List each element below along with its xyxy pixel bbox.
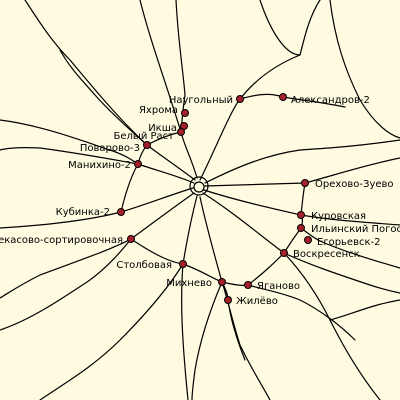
line-alexandrov: [199, 93, 346, 181]
line-west-extra: [0, 119, 139, 165]
station-voskresensk[interactable]: [280, 249, 288, 257]
label-voskresensk: Воскресенск: [293, 249, 360, 260]
label-naugolny: Наугольный: [169, 95, 233, 106]
label-bekasovo-sort: Бекасово-сортировочная: [0, 235, 123, 246]
line-egoryevsk: [300, 227, 400, 269]
line-north-river: [329, 0, 400, 139]
label-kurovskaya: Куровская: [311, 211, 366, 222]
station-bely-rast[interactable]: [177, 128, 185, 136]
moscow-inner-ring: [193, 181, 205, 193]
station-stolbovaya[interactable]: [179, 260, 187, 268]
line-southeast-extra: [283, 252, 400, 294]
label-manikhino-2: Манихино-2: [68, 160, 131, 171]
label-yaganovo: Яганово: [257, 281, 300, 292]
station-yakhroma[interactable]: [181, 109, 189, 117]
station-kubinka-2[interactable]: [117, 208, 125, 216]
line-kubinka: [0, 187, 194, 229]
station-egoryevsk-2[interactable]: [304, 236, 312, 244]
label-mikhnevo: Михнево: [166, 278, 212, 289]
line-north-east-branch: [259, 0, 301, 56]
label-zhilevo: Жилёво: [236, 296, 278, 307]
line-north-west-branch: [139, 0, 182, 133]
line-east-bottom: [329, 299, 400, 321]
line-southwest: [39, 263, 184, 400]
label-kubinka-2: Кубинка-2: [56, 207, 110, 218]
label-ilyinsky-pogost: Ильинский Погост: [311, 224, 400, 235]
station-alexandrov-2[interactable]: [279, 93, 287, 101]
label-bely-rast: Белый Раст: [114, 131, 175, 142]
station-orekhovo-zuevo[interactable]: [301, 179, 309, 187]
station-mikhnevo[interactable]: [218, 278, 226, 286]
label-povarovo-3: Поварово-3: [80, 143, 140, 154]
moscow-ring: [189, 176, 209, 196]
station-bekasovo-sort[interactable]: [127, 235, 135, 243]
line-yaganovo-east: [247, 284, 356, 341]
line-manikhino: [0, 147, 195, 184]
line-voskresensk: [202, 192, 381, 400]
line-povarovo: [24, 0, 196, 181]
label-stolbovaya: Столбовая: [116, 260, 172, 271]
stations: Наугольный Александров-2 Яхрома Икша Бел…: [0, 93, 400, 307]
station-naugolny[interactable]: [236, 95, 244, 103]
line-big-ring-west: [120, 131, 182, 213]
label-orekhovo-zuevo: Орехово-Зуево: [315, 179, 394, 190]
station-kurovskaya[interactable]: [297, 211, 305, 219]
line-yakhroma: [175, 0, 198, 179]
station-zhilevo[interactable]: [224, 296, 232, 304]
station-ilyinsky-pogost[interactable]: [297, 224, 305, 232]
label-yakhroma: Яхрома: [139, 105, 178, 116]
station-povarovo-3[interactable]: [143, 141, 151, 149]
label-egoryevsk-2: Егорьевск-2: [317, 237, 381, 248]
line-northwest-ring: [59, 49, 148, 146]
label-alexandrov-2: Александров-2: [291, 95, 370, 106]
station-manikhino-2[interactable]: [134, 160, 142, 168]
line-east-upper: [204, 139, 400, 184]
label-iksha: Икша: [148, 123, 177, 134]
line-south-west-extra: [0, 238, 132, 331]
line-stolbovaya: [181, 195, 198, 400]
line-south-extra: [191, 281, 223, 400]
station-yaganovo[interactable]: [244, 281, 252, 289]
line-bekasovo: [0, 192, 195, 299]
